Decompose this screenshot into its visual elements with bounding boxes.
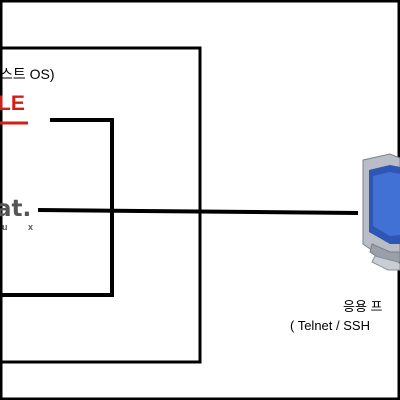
host-os-label: 스트 OS): [0, 66, 55, 82]
application-protocols-label: ( Telnet / SSH: [290, 318, 370, 333]
host-box: [0, 46, 202, 364]
linux-logo-text: u x: [2, 222, 43, 232]
redhat-logo: at.: [0, 196, 32, 222]
network-connection-line: [37, 208, 359, 215]
application-label: 응용 프: [343, 299, 383, 314]
monitor-icon: [362, 153, 400, 271]
oracle-logo: LE: [0, 92, 25, 115]
os-bracket-connector: [0, 118, 114, 297]
